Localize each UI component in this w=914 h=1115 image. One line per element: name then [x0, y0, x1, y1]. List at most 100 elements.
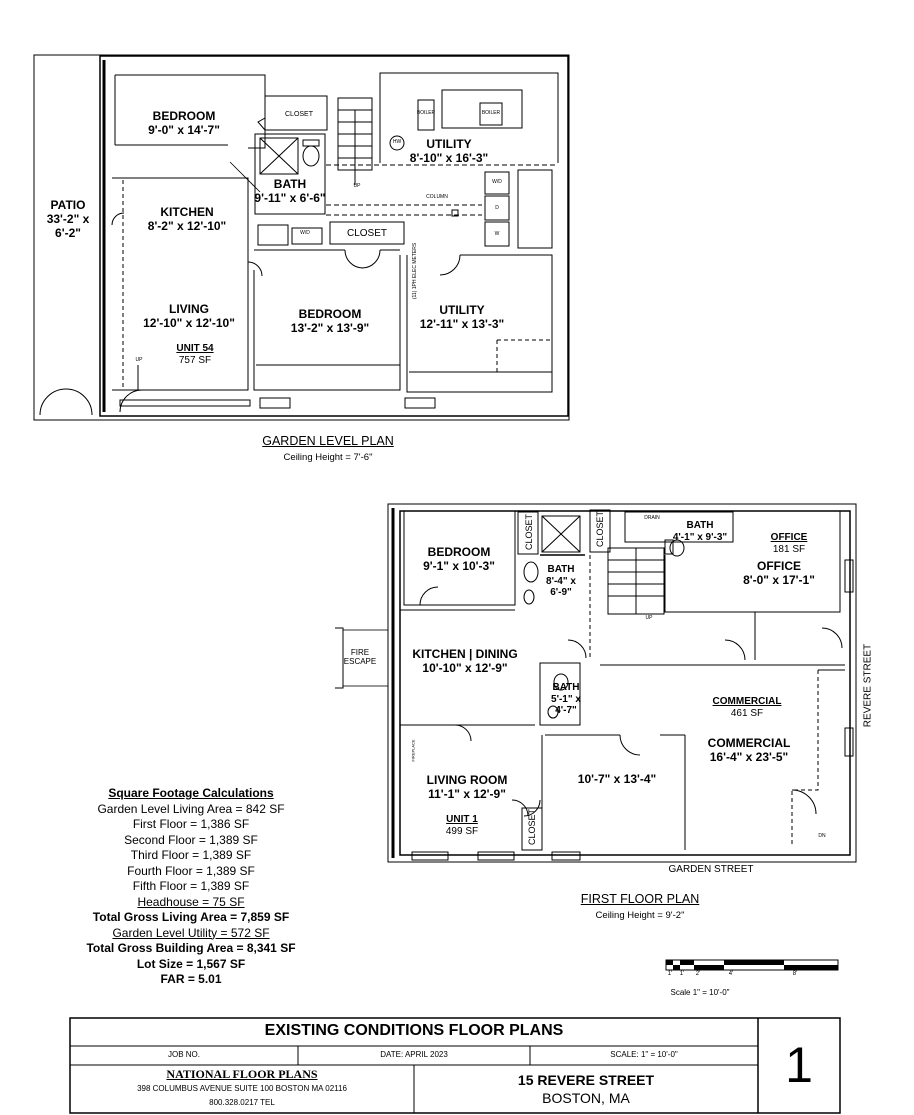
room-dims: 9'-1" x 10'-3" [423, 558, 495, 573]
unit-area: 499 SF [445, 825, 479, 837]
room-bedroom2-garden: BEDROOM 13'-2" x 13'-9" [290, 307, 370, 336]
garden-level-caption: GARDEN LEVEL PLAN [262, 434, 394, 448]
garden-level-walls [33, 54, 570, 421]
sqft-total-line: Total Gross Living Area = 7,859 SF [92, 910, 290, 924]
sqft-title: Square Footage Calculations [108, 786, 274, 800]
sqft-line: Headhouse = 75 SF [137, 894, 245, 909]
room-kitchen-dining-first: KITCHEN | DINING 10'-10" x 12'-9" [412, 647, 518, 676]
company-name: NATIONAL FLOOR PLANS [166, 1067, 318, 1081]
commercial-tag: COMMERCIAL 461 SF [713, 696, 782, 719]
room-name: UTILITY [439, 303, 485, 317]
commercial-tag-name: COMMERCIAL [712, 696, 782, 707]
scale-tick: 2' [695, 971, 701, 977]
fireplace-label: FIREPLACE [410, 739, 416, 762]
closet-label: CLOSET [284, 111, 314, 118]
sheet-title: EXISTING CONDITIONS FLOOR PLANS [264, 1022, 564, 1039]
stair-up-label: UP [353, 183, 361, 189]
patio-name: PATIO [50, 198, 86, 212]
square-footage-calculations: Square Footage Calculations Garden Level… [75, 786, 307, 988]
patio-label: PATIO 33'-2" x 6'-2" [46, 198, 90, 240]
room-bath-garden: BATH 9'-11" x 6'-6" [254, 177, 326, 206]
sqft-total-line: Lot Size = 1,567 SF [136, 956, 246, 971]
room-name: LIVING [168, 302, 209, 316]
room-dims: 12'-10" x 12'-10" [143, 315, 235, 330]
scale-label: Scale 1" = 10'-0" [670, 988, 730, 997]
room-dims: 10'-10" x 12'-9" [422, 660, 508, 675]
commercial-tag-area: 461 SF [730, 707, 764, 719]
washer-dryer-label: W/D [492, 179, 502, 185]
room-dims: 8'-4" x [546, 575, 576, 587]
job-number: JOB NO. [167, 1050, 200, 1059]
scale-field: SCALE: 1" = 10'-0" [610, 1050, 678, 1059]
office-tag: OFFICE 181 SF [771, 532, 808, 555]
title-block-frame [69, 1017, 841, 1114]
room-name: OFFICE [756, 559, 801, 573]
sqft-line: Garden Level Living Area = 842 SF [97, 801, 285, 816]
unit-name: UNIT 1 [446, 814, 478, 825]
water-heater-label: HW [392, 139, 402, 145]
washer-label: W [494, 231, 500, 237]
patio-dims-1: 33'-2" x [46, 211, 90, 226]
room-dims: 5'-1" x [551, 693, 581, 705]
scale-tick: 8' [792, 971, 798, 977]
garden-street-label: GARDEN STREET [668, 864, 754, 875]
office-tag-name: OFFICE [770, 532, 808, 543]
room-dims: 9'-0" x 14'-7" [148, 122, 220, 137]
first-ceiling-height: Ceiling Height = 9'-2" [595, 910, 685, 921]
room-bedroom-garden: BEDROOM 9'-0" x 14'-7" [148, 109, 220, 138]
column-label: COLUMN [426, 194, 448, 200]
room-dims: 13'-2" x 13'-9" [290, 320, 370, 335]
boiler-label: BOILER [416, 110, 436, 116]
office-tag-area: 181 SF [772, 543, 806, 555]
scale-tick: 4' [728, 971, 734, 977]
room-office-first: OFFICE 8'-0" x 17'-1" [743, 559, 815, 588]
room-name: BEDROOM [298, 307, 362, 321]
room-middle-first: 10'-7" x 13'-4" [577, 772, 657, 787]
room-name: BEDROOM [427, 545, 491, 559]
first-floor-walls [335, 503, 857, 863]
room-name: BATH [547, 564, 575, 575]
room-dims: 10'-7" x 13'-4" [577, 772, 657, 786]
washer-dryer-label: W/D [300, 230, 310, 236]
date-field: DATE: APRIL 2023 [380, 1050, 448, 1059]
sqft-line: Garden Level Utility = 572 SF [112, 925, 270, 940]
garden-ceiling-height: Ceiling Height = 7'-6" [283, 452, 373, 463]
property-address: 15 REVERE STREET [517, 1072, 655, 1088]
closet-label: CLOSET [346, 228, 388, 239]
revere-street-label: REVERE STREET [862, 643, 874, 728]
fire-escape-label: FIRE ESCAPE [344, 648, 376, 666]
room-name: BEDROOM [152, 109, 216, 123]
room-dims: 12'-11" x 13'-3" [419, 316, 505, 331]
first-floor-caption: FIRST FLOOR PLAN [580, 892, 700, 906]
room-bedroom-first: BEDROOM 9'-1" x 10'-3" [423, 545, 495, 574]
fire-escape-line-2: ESCAPE [343, 657, 377, 667]
room-name: UTILITY [426, 137, 472, 151]
room-name: LIVING ROOM [426, 773, 508, 787]
closet-label: CLOSET [524, 514, 534, 551]
boiler-label: BOILER [481, 110, 501, 116]
room-name: COMMERCIAL [707, 736, 791, 750]
room-name: BATH [552, 682, 580, 693]
room-dims: 9'-11" x 6'-6" [254, 190, 326, 205]
room-bath-first-b: BATH 5'-1" x 4'-7" [551, 682, 581, 717]
room-commercial-first: COMMERCIAL 16'-4" x 23'-5" [707, 736, 791, 765]
sqft-line: First Floor = 1,386 SF [132, 817, 250, 831]
closet-label: CLOSET [595, 511, 605, 548]
room-name: KITCHEN [160, 205, 214, 219]
company-phone: 800.328.0217 TEL [209, 1098, 275, 1107]
room-dims: 4'-1" x 9'-3" [672, 531, 728, 543]
property-city: BOSTON, MA [542, 1090, 630, 1106]
room-name: KITCHEN | DINING [412, 647, 518, 661]
scale-bar [665, 959, 839, 971]
unit-area: 757 SF [178, 354, 212, 366]
room-dims: 8'-0" x 17'-1" [743, 572, 815, 587]
sheet-number: 1 [785, 1037, 813, 1093]
room-name: BATH [686, 520, 714, 531]
scale-tick: 1' [667, 971, 673, 977]
room-dims: 8'-2" x 12'-10" [147, 218, 227, 233]
sqft-line: Second Floor = 1,389 SF [124, 832, 258, 847]
scale-tick: 1' [679, 971, 685, 977]
company-address: 398 COLUMBUS AVENUE SUITE 100 BOSTON MA … [137, 1084, 347, 1093]
room-dims: 8'-10" x 16'-3" [409, 150, 489, 165]
